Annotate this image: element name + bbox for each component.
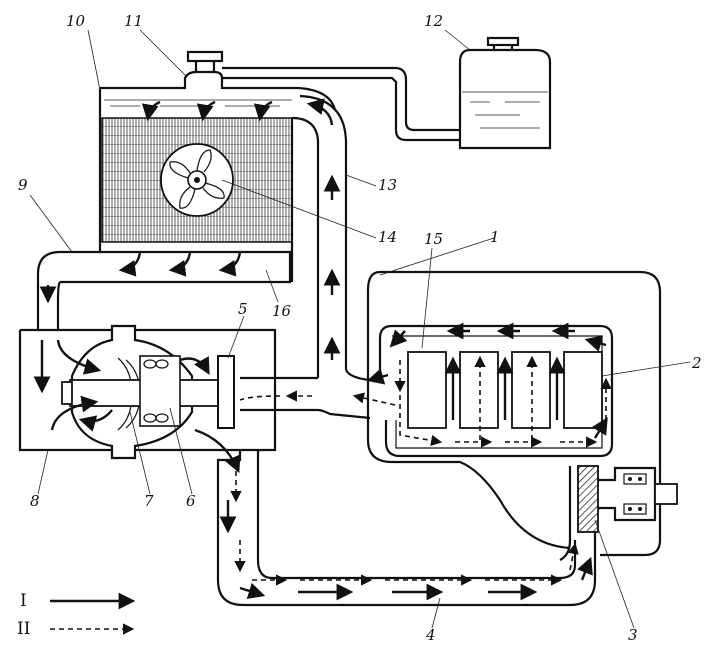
lower-hose-inner	[56, 281, 61, 330]
radiator	[60, 50, 337, 284]
lower-hose-outer	[36, 250, 100, 330]
filler-neck	[194, 61, 216, 72]
label-11: 11	[124, 12, 143, 30]
label-12: 12	[424, 12, 443, 30]
engine-block	[366, 270, 662, 557]
engine-solid-arrows	[366, 322, 608, 439]
overflow-hose-inner	[222, 76, 460, 142]
engine-dashed-arrows	[352, 355, 612, 448]
label-10: 10	[66, 12, 86, 30]
upper-hose-outer	[299, 94, 348, 370]
part-labels: 10 11 12 9 13 14 15 1 16 5 2 8 7 6 4 3	[18, 12, 702, 644]
expansion-tank	[458, 36, 552, 150]
upper-hose-arrows	[306, 98, 341, 360]
cylinder-3	[511, 351, 551, 429]
radiator-core	[101, 117, 293, 243]
label-16: 16	[272, 302, 292, 320]
legend: I II	[17, 591, 136, 639]
fan-icon	[160, 143, 234, 217]
upper-hose-inner	[291, 116, 320, 378]
label-13: 13	[378, 176, 397, 194]
label-4: 4	[425, 626, 436, 644]
label-1: 1	[490, 228, 500, 246]
radiator-top-tank	[100, 70, 337, 111]
bottom-pipe-dashed-arrows	[230, 462, 579, 586]
cylinder-1	[407, 351, 447, 429]
leader-lines	[29, 29, 691, 629]
radiator-bottom-tank	[60, 250, 292, 284]
label-6: 6	[186, 492, 196, 510]
label-8: 8	[30, 492, 40, 510]
bottom-pipe-solid-arrows	[219, 500, 593, 601]
cylinder-4	[563, 351, 603, 429]
lower-tank-arrows	[118, 251, 242, 277]
radiator-filler-cap	[186, 50, 224, 63]
overflow-hose	[222, 66, 460, 132]
label-15: 15	[424, 230, 443, 248]
bottom-pipe-outer	[216, 450, 597, 607]
bypass-arrow-2	[239, 395, 281, 401]
legend-solid-symbol: I	[20, 591, 27, 611]
label-3: 3	[628, 626, 638, 644]
label-14: 14	[378, 228, 397, 246]
crankshaft-flange	[559, 465, 678, 561]
legend-dashed-symbol: II	[17, 619, 30, 639]
label-7: 7	[144, 492, 154, 510]
label-2: 2	[691, 354, 702, 372]
bottom-pipe-inner	[256, 450, 577, 580]
outlet-pipe-bottom	[240, 408, 371, 420]
label-9: 9	[18, 176, 28, 194]
cylinder-2	[459, 351, 499, 429]
upper-tank-arrows	[141, 100, 273, 122]
label-5: 5	[238, 300, 248, 318]
outlet-pipe-junction	[345, 369, 371, 382]
